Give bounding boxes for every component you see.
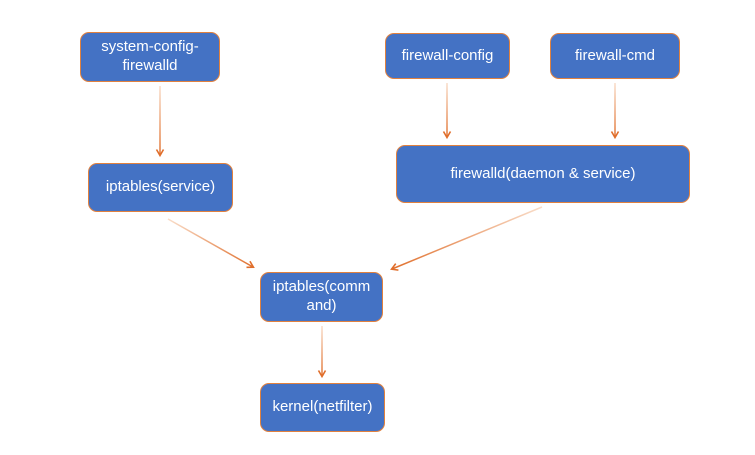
- node-iptables-command: iptables(comm and): [260, 272, 383, 322]
- node-firewalld-daemon-service: firewalld(daemon & service): [396, 145, 690, 203]
- node-system-config-firewalld: system-config- firewalld: [80, 32, 220, 82]
- arrow-firewalld-to-iptables-command: [390, 206, 543, 271]
- node-label: firewalld(daemon & service): [450, 164, 636, 182]
- node-label: system-config- firewalld: [101, 38, 199, 74]
- node-firewall-config: firewall-config: [385, 33, 510, 79]
- node-label: kernel(netfilter): [272, 398, 373, 416]
- node-label: firewall-config: [401, 46, 494, 64]
- node-kernel-netfilter: kernel(netfilter): [260, 383, 385, 432]
- node-iptables-service: iptables(service): [88, 163, 233, 212]
- node-label: iptables(service): [105, 178, 216, 196]
- node-label: firewall-cmd: [574, 46, 655, 64]
- node-firewall-cmd: firewall-cmd: [550, 33, 680, 79]
- node-label: iptables(comm and): [272, 278, 371, 314]
- arrow-iptables-service-to-iptables-command: [167, 218, 255, 269]
